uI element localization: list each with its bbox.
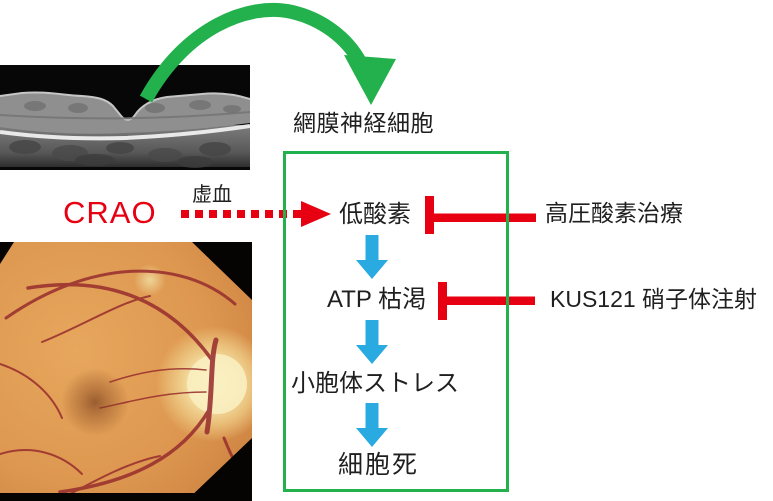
fundus-black-corners [0, 242, 252, 501]
cause-label-crao: CRAO [63, 195, 157, 230]
ischemia-arrow-label: 虚血 [192, 184, 232, 206]
pathway-step-hypoxia: 低酸素 [339, 201, 411, 228]
fundus-bright-lesion [134, 264, 166, 296]
treatment-label-kus121-injection: KUS121 硝子体注射 [550, 286, 758, 312]
pathway-step-er-stress: 小胞体ストレス [291, 370, 459, 397]
box-title-retinal-nerve-cells: 網膜神経細胞 [293, 110, 434, 136]
treatment-label-hyperbaric-oxygen: 高圧酸素治療 [545, 200, 683, 226]
optic-disc [187, 354, 247, 414]
pathway-step-atp-depletion: ATP 枯渇 [327, 286, 427, 313]
retinal-vessels [0, 269, 252, 495]
pathway-step-cell-death: 細胞死 [338, 451, 420, 479]
retinal-cell-pathway-box [283, 151, 509, 492]
fundus-photograph-image [0, 174, 304, 501]
oct-retina-scan-svg [0, 65, 251, 170]
oct-retina-scan-image [0, 65, 251, 170]
fundus-photo-svg [0, 174, 304, 501]
fovea-dark-spot [61, 368, 129, 436]
